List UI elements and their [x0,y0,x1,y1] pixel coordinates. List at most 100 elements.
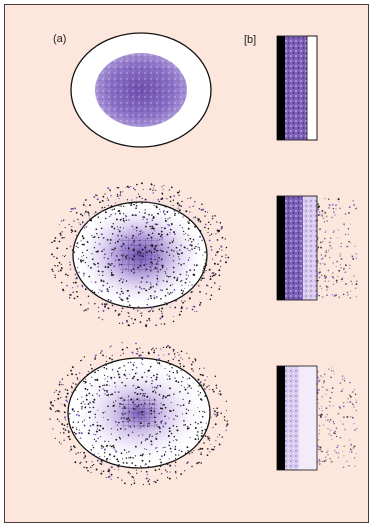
particle-dot [160,211,161,212]
particle-dot [115,310,117,312]
particle-dot [97,422,98,423]
particle-dot [207,376,208,377]
particle-dot [140,418,142,420]
particle-dot [200,374,202,376]
particle-dot [91,290,92,291]
particle-dot [214,446,215,447]
particle-dot [333,231,335,233]
particle-dot [76,427,77,428]
particle-dot [210,444,211,445]
particle-dot [92,395,93,396]
particle-dot [74,230,76,232]
particle-dot [118,469,119,470]
particle-dot [185,282,187,284]
particle-dot [183,231,184,232]
particle-dot [74,251,75,252]
particle-dot [98,213,99,214]
particle-dot [157,224,158,225]
particle-dot [132,242,134,244]
particle-dot [166,347,167,348]
particle-dot [317,399,318,400]
particle-dot [156,275,158,277]
particle-dot [317,203,319,205]
particle-dot [101,271,103,273]
particle-dot [150,310,151,311]
particle-dot [49,418,51,420]
particle-dot [151,225,153,227]
particle-dot [186,248,188,250]
particle-dot [111,474,113,476]
particle-dot [346,246,348,248]
particle-dot [200,384,202,386]
particle-dot [170,229,172,231]
particle-dot [186,274,187,275]
particle-dot [328,251,329,252]
particle-dot [178,208,179,209]
particle-dot [222,237,224,239]
particle-dot [211,287,212,288]
particle-dot [55,237,57,239]
particle-dot [51,242,53,244]
particle-dot [117,429,118,430]
particle-dot [204,395,206,397]
particle-dot [77,247,78,248]
particle-dot [102,200,104,202]
particle-dot [95,356,96,357]
particle-dot [168,360,170,362]
particle-dot [142,232,143,233]
particle-dot [71,226,72,227]
particle-dot [337,261,339,263]
particle-dot [325,456,326,457]
particle-dot [88,214,89,215]
particle-dot [98,216,100,218]
particle-dot [161,307,163,309]
particle-dot [162,267,164,269]
particle-dot [350,396,352,398]
particle-dot [86,467,88,469]
particle-dot [56,257,58,259]
particle-dot [213,272,214,273]
particle-dot [185,278,187,280]
particle-dot [106,477,107,478]
particle-dot [59,421,60,422]
particle-dot [146,449,147,450]
particle-dot [88,276,90,278]
particle-dot [166,471,167,472]
particle-dot [149,436,150,437]
particle-dot [317,377,319,379]
particle-dot [322,215,324,217]
particle-dot [81,360,82,361]
particle-dot [158,413,159,414]
particle-dot [113,447,115,449]
particle-dot [141,277,143,279]
particle-dot [123,462,125,464]
particle-dot [119,213,121,215]
particle-dot [340,253,341,254]
particle-dot [158,362,160,364]
particle-dot [128,451,129,452]
particle-dot [195,252,197,254]
particle-dot [348,212,350,214]
particle-dot [343,402,344,403]
particle-dot [155,223,157,225]
particle-dot [182,290,184,292]
particle-dot [107,381,108,382]
particle-dot [121,311,122,312]
particle-dot [332,262,334,264]
particle-dot [352,447,354,449]
particle-dot [194,247,196,249]
particle-dot [180,366,181,367]
particle-dot [348,398,349,399]
particle-dot [198,285,199,286]
particle-dot [142,352,143,353]
particle-dot [332,387,334,389]
particle-dot [227,423,229,425]
particle-dot [133,363,134,364]
particle-dot [319,277,321,279]
particle-dot [158,355,159,356]
particle-dot [94,439,95,440]
particle-dot [331,248,332,249]
particle-dot [201,433,202,434]
particle-dot [107,283,108,284]
particle-dot [320,285,321,286]
